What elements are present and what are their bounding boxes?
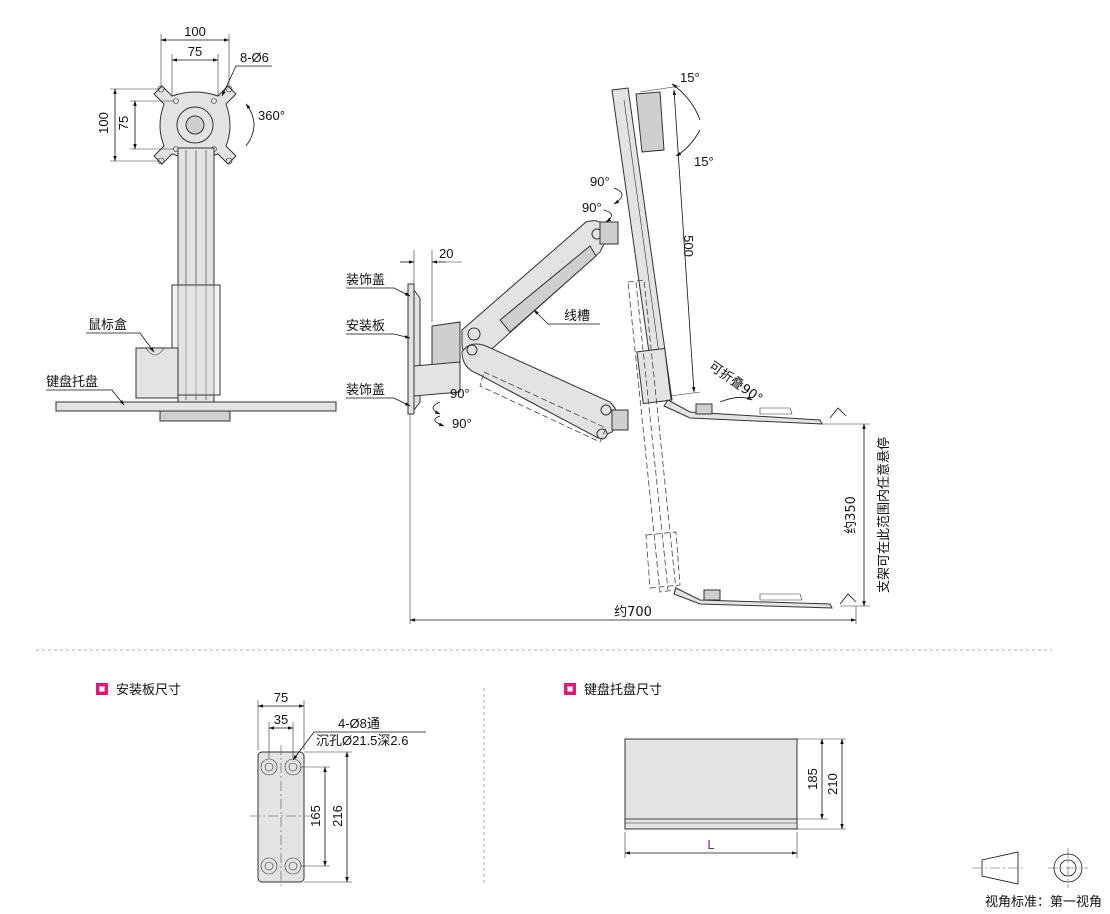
mount-plate-title: 安装板尺寸 bbox=[116, 683, 181, 698]
label-mouse-box: 鼠标盒 bbox=[88, 317, 127, 333]
front-view: 100 75 8-Ø6 100 75 360° 鼠标盒 键盘托盘 bbox=[46, 24, 337, 422]
side-view: 装饰盖 安装板 装饰盖 线槽 20 15° 15° 90° 90° 90° 90… bbox=[346, 70, 892, 624]
tray-lower bbox=[673, 587, 833, 609]
upper-arm bbox=[461, 220, 609, 358]
dim-vesa-inner: 75 bbox=[188, 44, 202, 59]
mount-dim-width: 75 bbox=[274, 690, 288, 705]
monitor-column bbox=[611, 87, 673, 403]
swivel-lower-a: 90° bbox=[450, 386, 470, 401]
dim-vesa-outer-v: 100 bbox=[96, 112, 111, 134]
rotation-label: 360° bbox=[258, 108, 285, 123]
fold-note: 可折叠90° bbox=[706, 359, 765, 407]
keyboard-tray bbox=[55, 401, 337, 412]
keyboard-tray-title: 键盘托盘尺寸 bbox=[584, 682, 662, 698]
swivel-lower-b: 90° bbox=[452, 416, 472, 431]
label-cable-slot: 线槽 bbox=[564, 309, 590, 324]
mount-dim-height: 216 bbox=[330, 805, 345, 827]
swivel-upper-a: 90° bbox=[590, 174, 610, 189]
range-note: 支架可在此范围内任意悬停 bbox=[876, 437, 892, 593]
keyboard-tray-section: 键盘托盘尺寸 185 210 L bbox=[564, 682, 846, 858]
tilt-top: 15° bbox=[680, 70, 700, 85]
dim-vesa-inner-v: 75 bbox=[116, 116, 131, 130]
dim-height: 500 bbox=[681, 235, 696, 257]
tray-upper bbox=[663, 399, 823, 425]
dim-holes: 8-Ø6 bbox=[240, 50, 269, 65]
mount-plate-side bbox=[407, 283, 415, 415]
dim-offset: 20 bbox=[439, 246, 453, 261]
label-cover-bottom: 装饰盖 bbox=[346, 383, 385, 398]
lower-arm bbox=[461, 343, 618, 439]
frustum-icon bbox=[981, 851, 1019, 885]
mount-dim-spacing: 35 bbox=[274, 712, 288, 727]
mount-hole-note-2: 沉孔Ø21.5深2.6 bbox=[316, 733, 409, 748]
projection-symbol: 视角标准：第一视角 bbox=[972, 848, 1102, 910]
tray-dim-length: L bbox=[707, 837, 714, 852]
keyboard-tray-drawing bbox=[624, 738, 798, 830]
swivel-upper-b: 90° bbox=[582, 200, 602, 215]
vesa-bracket bbox=[153, 85, 237, 165]
tray-dim-inner: 185 bbox=[805, 768, 820, 790]
projection-label: 视角标准：第一视角 bbox=[985, 895, 1102, 910]
tilt-bottom: 15° bbox=[694, 154, 714, 169]
dim-range: 约350 bbox=[844, 496, 859, 534]
label-cover-top: 装饰盖 bbox=[346, 273, 385, 288]
tray-dim-outer: 210 bbox=[825, 773, 840, 795]
label-mount-plate: 安装板 bbox=[346, 319, 385, 334]
mount-plate-section: 安装板尺寸 75 35 4-Ø8通 沉孔Ø21.5深2.6 165 216 bbox=[96, 683, 426, 888]
mouse-box bbox=[135, 347, 179, 399]
dim-vesa-outer: 100 bbox=[184, 24, 206, 39]
mount-dim-hole-vertical: 165 bbox=[308, 805, 323, 827]
mount-hole-note-1: 4-Ø8通 bbox=[338, 716, 380, 731]
dim-reach: 约700 bbox=[614, 605, 652, 620]
label-keyboard-tray: 键盘托盘 bbox=[46, 374, 98, 390]
